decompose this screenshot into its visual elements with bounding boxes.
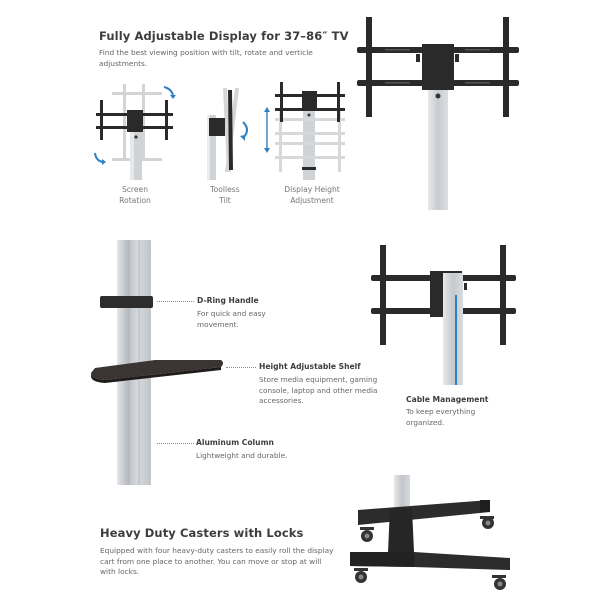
leader-line — [226, 367, 256, 368]
feature-description-d-ring: For quick and easy movement. — [197, 309, 266, 329]
section-title-casters: Heavy Duty Casters with Locks — [100, 526, 304, 540]
section-description-adjustable: Find the best viewing position with tilt… — [99, 48, 313, 68]
caption-line: Tilt — [219, 195, 231, 205]
thumbnail-height-adjustment — [255, 80, 350, 180]
caption-line: Adjustment — [290, 195, 334, 205]
thumbnail-toolless-tilt — [195, 80, 255, 180]
feature-description-cable: To keep everything organized. — [406, 407, 476, 427]
feature-title-column: Aluminum Column — [196, 438, 274, 447]
caption-screen-rotation: Screen Rotation — [100, 185, 170, 206]
section-description-casters: Equipped with four heavy-duty casters to… — [100, 546, 334, 577]
height-arrow-icon — [264, 107, 270, 153]
section-title-adjustable: Fully Adjustable Display for 37–86″ TV — [99, 29, 349, 43]
cable-management-image — [371, 245, 516, 385]
leader-line — [157, 301, 194, 302]
caster-wheel — [360, 527, 374, 542]
feature-title-d-ring: D-Ring Handle — [197, 296, 259, 305]
caption-line: Rotation — [119, 195, 151, 205]
caption-line: Screen — [121, 185, 149, 194]
caption-toolless-tilt: Toolless Tilt — [190, 185, 260, 206]
tv-mount-front-image — [357, 17, 519, 210]
caption-line: Toolless — [210, 185, 240, 194]
rotation-arrows-icon — [94, 86, 176, 165]
caster-wheel — [354, 568, 368, 583]
caster-base-image — [350, 475, 510, 590]
thumbnail-screen-rotation — [90, 80, 180, 180]
caster-wheel — [492, 575, 506, 590]
tilt-arrow-icon — [240, 121, 248, 141]
feature-title-cable: Cable Management — [406, 395, 489, 404]
leader-line — [157, 443, 194, 444]
screen-rotation-illustration — [96, 84, 173, 180]
feature-title-shelf: Height Adjustable Shelf — [259, 362, 361, 371]
feature-description-column: Lightweight and durable. — [196, 451, 288, 460]
height-adjustment-illustration — [275, 82, 345, 180]
caption-height-adjustment: Display Height Adjustment — [272, 185, 352, 206]
aluminum-column-image — [91, 240, 223, 485]
feature-description-shelf: Store media equipment, gaming console, l… — [259, 375, 378, 406]
toolless-tilt-illustration — [207, 88, 239, 180]
d-ring-handle — [100, 296, 153, 308]
caster-wheel — [480, 516, 494, 529]
shelf — [91, 360, 223, 380]
caption-line: Display Height — [284, 185, 340, 194]
